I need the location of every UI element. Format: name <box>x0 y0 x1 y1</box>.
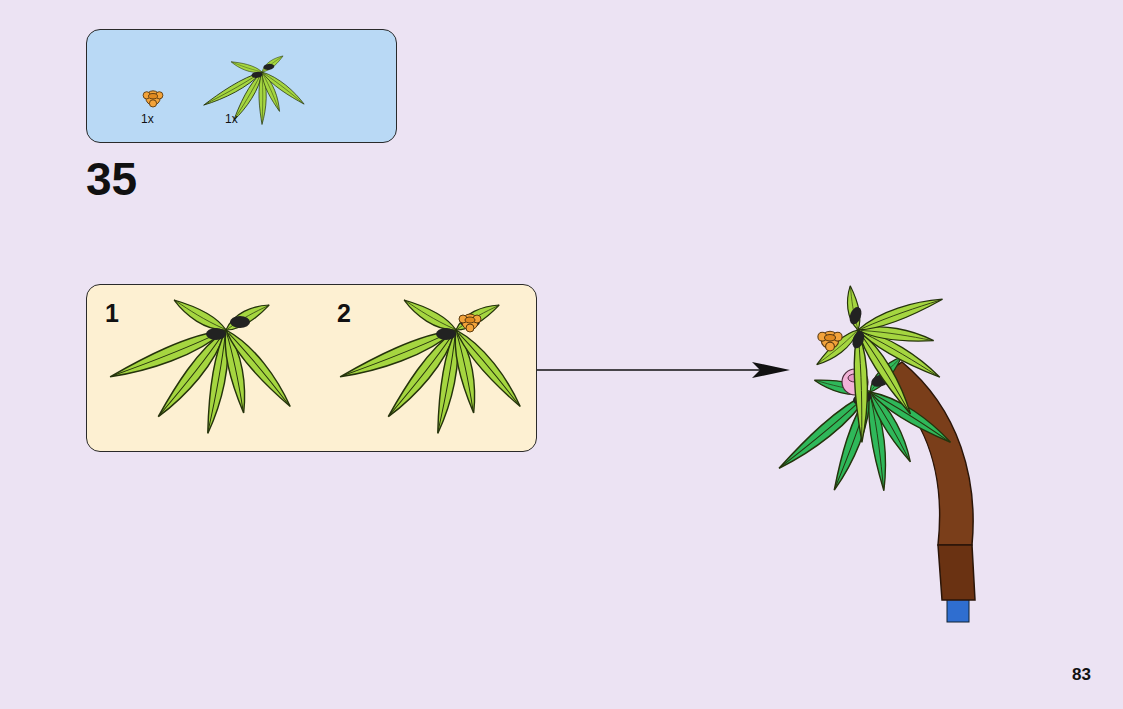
step-number: 35 <box>86 152 137 206</box>
part-count: 1x <box>225 112 238 126</box>
sub-step-number: 2 <box>337 299 351 328</box>
sub-step-number: 1 <box>105 299 119 328</box>
part-count: 1x <box>141 112 154 126</box>
page-number: 83 <box>1072 665 1091 685</box>
